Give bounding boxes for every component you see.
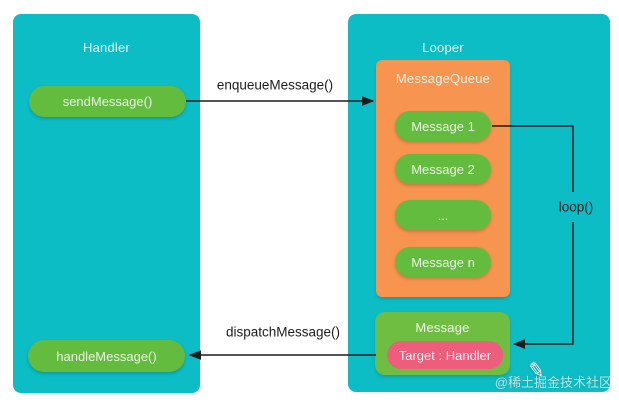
watermark: @稀土掘金技术社区 [494,375,612,390]
handle-message-node: handleMessage() [28,340,185,372]
handler-box-title: Handler [83,40,130,55]
message-queue-box: MessageQueue Message 1 Message 2 ... Mes… [376,60,510,297]
pencil-icon: ✎ [526,358,547,384]
message-2-node: Message 2 [395,154,491,184]
message-1-node: Message 1 [395,111,491,141]
message-n-node: Message n [395,247,491,277]
message-queue-title: MessageQueue [395,71,491,86]
message-box: Message Target : Handler [375,312,510,375]
looper-box: Looper MessageQueue Message 1 Message 2 … [348,14,610,392]
message-box-title: Message [415,320,470,335]
send-message-node: sendMessage() [29,86,186,117]
enqueue-message-label: enqueueMessage() [216,77,334,93]
loop-label: loop() [558,199,594,215]
looper-box-title: Looper [422,40,464,55]
handler-box: Handler sendMessage() handleMessage() [13,14,200,393]
dispatch-message-label: dispatchMessage() [225,324,341,340]
message-ellipsis-node: ... [395,200,491,230]
target-handler-node: Target : Handler [387,341,503,369]
